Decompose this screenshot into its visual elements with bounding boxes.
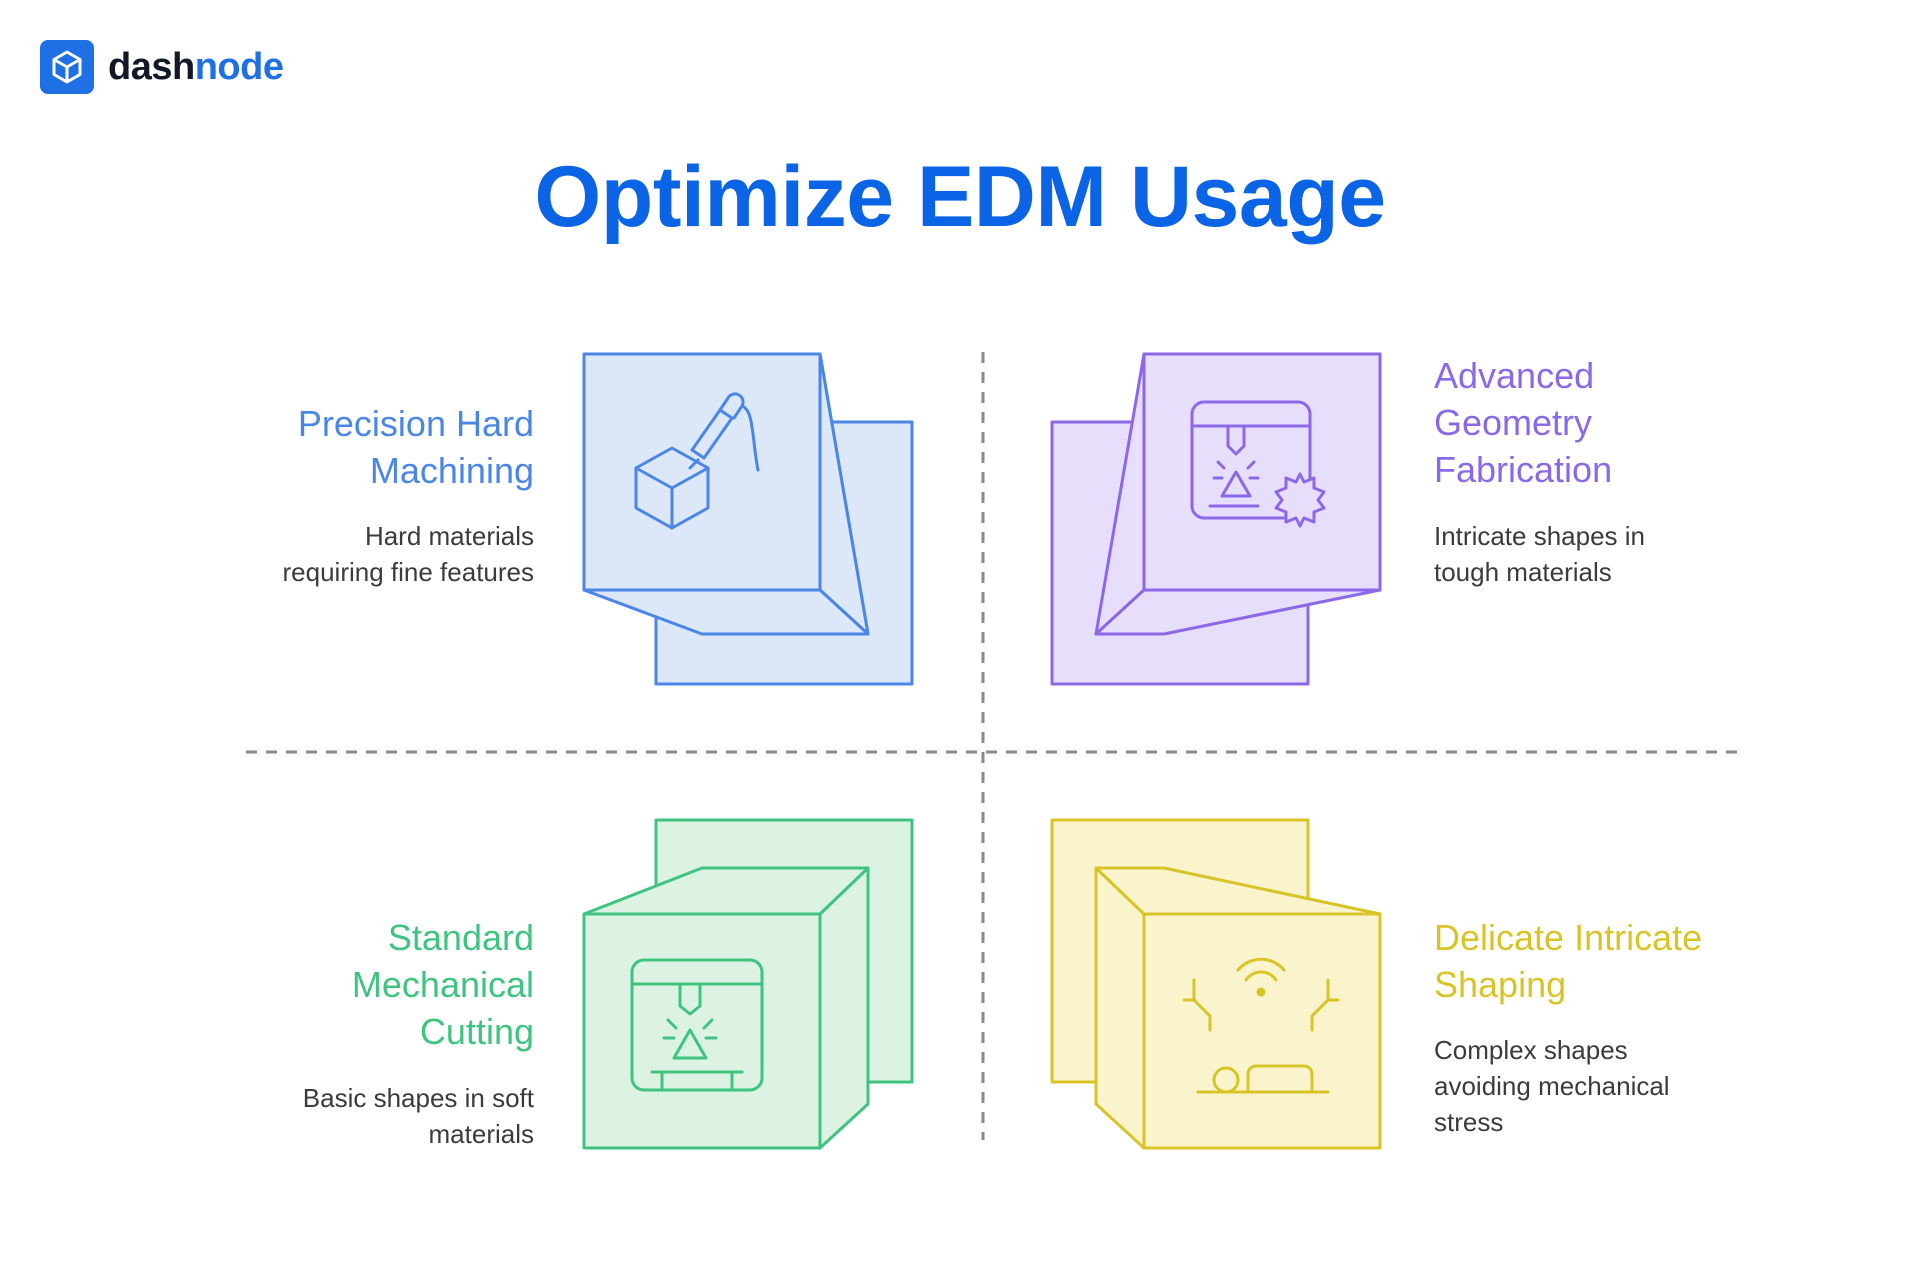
illustration-top-right bbox=[1050, 352, 1382, 686]
box-front-face bbox=[582, 866, 870, 1150]
box-front-face bbox=[1094, 866, 1382, 1150]
illustration-bottom-right bbox=[1050, 818, 1382, 1150]
quadrant-desc-precision-hard-machining: Hard materials requiring fine features bbox=[283, 518, 534, 590]
title-line: Advanced bbox=[1434, 355, 1595, 396]
desc-line: Intricate shapes in bbox=[1434, 521, 1646, 551]
title-line: Geometry bbox=[1434, 402, 1593, 443]
illustration-bottom-left bbox=[582, 818, 914, 1150]
desc-line: materials bbox=[428, 1119, 534, 1149]
cube-icon bbox=[40, 40, 94, 94]
robot-arm-cube-icon bbox=[634, 392, 760, 530]
desc-line: Hard materials bbox=[364, 521, 534, 551]
quadrant-title-precision-hard-machining: Precision Hard Machining bbox=[298, 400, 534, 494]
title-line: Cutting bbox=[419, 1011, 534, 1052]
wireless-robotic-hands-icon bbox=[1182, 957, 1340, 1094]
title-line: Mechanical bbox=[351, 964, 534, 1005]
title-line: Delicate Intricate bbox=[1434, 917, 1703, 958]
desc-line: Basic shapes in soft bbox=[302, 1083, 534, 1113]
quadrant-title-standard-mechanical-cutting: Standard Mechanical Cutting bbox=[352, 914, 534, 1055]
quadrant-desc-delicate-intricate-shaping: Complex shapes avoiding mechanical stres… bbox=[1434, 1032, 1670, 1140]
box-front-face bbox=[1094, 352, 1382, 636]
title-line: Standard bbox=[387, 917, 534, 958]
desc-line: tough materials bbox=[1434, 557, 1612, 587]
title-line: Precision Hard bbox=[297, 403, 534, 444]
illustration-top-left bbox=[582, 352, 914, 686]
box-front-face bbox=[582, 352, 870, 636]
quadrant-desc-advanced-geometry-fabrication: Intricate shapes in tough materials bbox=[1434, 518, 1645, 590]
brand-name-part1: dash bbox=[108, 45, 195, 88]
quadrant-title-advanced-geometry-fabrication: Advanced Geometry Fabrication bbox=[1434, 352, 1612, 493]
title-line: Machining bbox=[369, 450, 534, 491]
quadrant-desc-standard-mechanical-cutting: Basic shapes in soft materials bbox=[303, 1080, 534, 1152]
laser-cutter-icon bbox=[630, 958, 764, 1092]
quadrant-title-delicate-intricate-shaping: Delicate Intricate Shaping bbox=[1434, 914, 1702, 1008]
laser-cutter-gear-icon bbox=[1190, 400, 1326, 528]
brand-name: dashnode bbox=[108, 45, 284, 89]
brand-logo: dashnode bbox=[40, 40, 284, 94]
desc-line: requiring fine features bbox=[282, 557, 534, 587]
title-line: Fabrication bbox=[1434, 449, 1613, 490]
desc-line: Complex shapes bbox=[1434, 1035, 1628, 1065]
title-line: Shaping bbox=[1434, 964, 1567, 1005]
brand-name-part2: node bbox=[194, 45, 284, 88]
desc-line: stress bbox=[1434, 1107, 1504, 1137]
desc-line: avoiding mechanical bbox=[1434, 1071, 1670, 1101]
page-title: Optimize EDM Usage bbox=[534, 149, 1386, 245]
